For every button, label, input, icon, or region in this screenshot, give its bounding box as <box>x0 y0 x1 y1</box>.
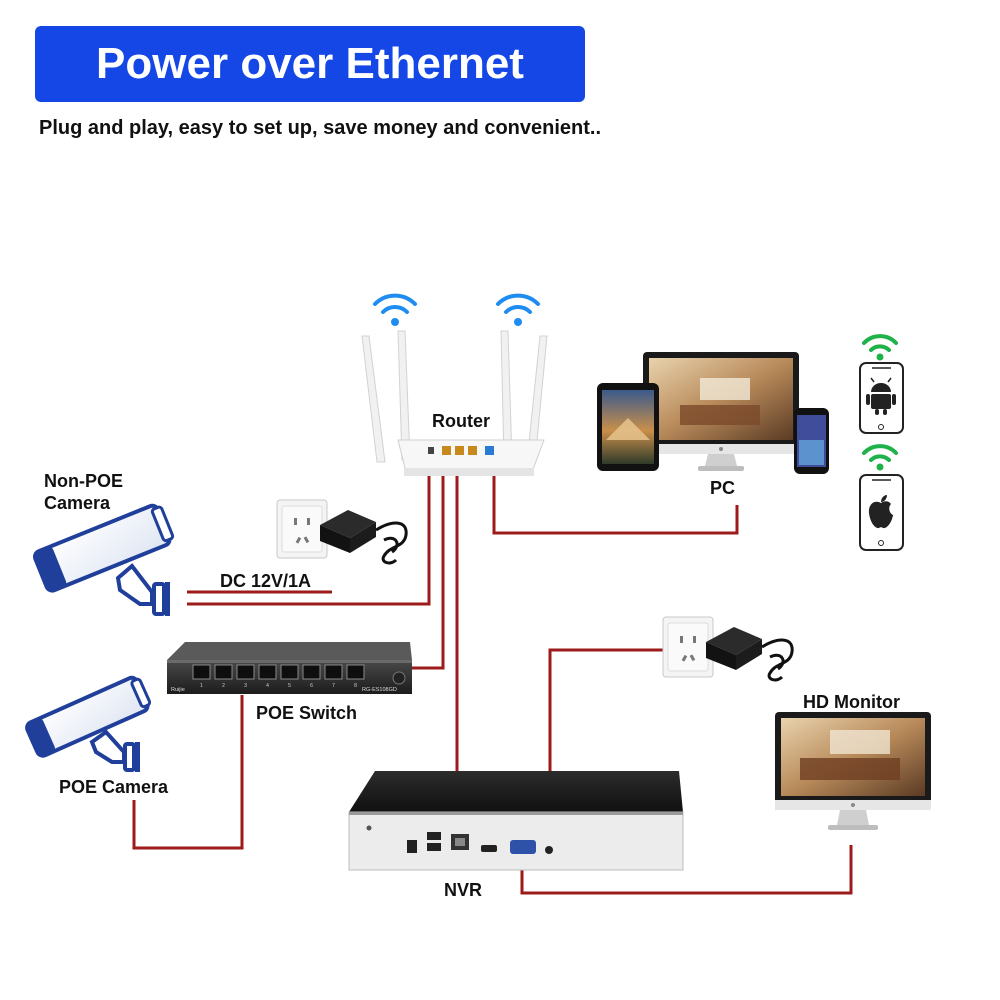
wifi-icon <box>373 293 417 326</box>
poe-switch-label: POE Switch <box>256 703 358 723</box>
hd-monitor <box>775 712 931 830</box>
switch-port-number: 5 <box>288 683 291 689</box>
switch-ports: 1 2 3 4 5 6 7 8 <box>192 664 365 689</box>
nvr-label: NVR <box>444 880 483 900</box>
switch-port <box>302 664 321 680</box>
router <box>361 330 548 476</box>
poe-camera-label: POE Camera <box>59 777 169 797</box>
pc-monitor <box>643 352 799 471</box>
switch-port-number: 4 <box>266 683 269 689</box>
wifi-icon <box>862 444 898 471</box>
switch-port <box>280 664 299 680</box>
tablet <box>597 383 659 471</box>
title-banner: Power over Ethernet <box>35 26 585 102</box>
router-label: Router <box>432 411 490 431</box>
non-poe-camera-label-line1: Non-POE <box>44 471 123 491</box>
apple-icon <box>868 495 893 529</box>
switch-port-number: 3 <box>244 683 247 689</box>
page-title: Power over Ethernet <box>96 39 524 88</box>
switch-port <box>346 664 365 680</box>
wall-socket <box>276 499 328 559</box>
poe-camera <box>25 675 152 772</box>
android-icon <box>866 377 896 415</box>
cable-nvr-monitor <box>520 845 853 895</box>
smartphone <box>794 408 829 474</box>
pc-label: PC <box>710 478 736 498</box>
switch-port <box>192 664 211 680</box>
hd-monitor-label: HD Monitor <box>803 692 900 712</box>
switch-port-number: 2 <box>222 683 225 689</box>
switch-port-number: 6 <box>310 683 313 689</box>
cable-router-pc <box>492 475 739 535</box>
switch-port-number: 8 <box>354 683 357 689</box>
page-subtitle: Plug and play, easy to set up, save mone… <box>39 117 602 139</box>
power-adapter <box>706 627 794 682</box>
switch-port <box>258 664 277 680</box>
wall-socket <box>662 616 714 678</box>
switch-port-number: 7 <box>332 683 335 689</box>
switch-model: RG-ES108GD <box>362 687 397 693</box>
nvr <box>348 771 684 871</box>
switch-port-number: 1 <box>200 683 203 689</box>
non-poe-camera-label-line2: Camera <box>44 493 111 513</box>
wifi-icon <box>496 293 540 326</box>
switch-brand: Ruijie <box>171 687 185 693</box>
cable-router-switch <box>412 475 445 670</box>
cable-switch-poecam <box>132 695 244 850</box>
non-poe-camera <box>32 503 175 616</box>
switch-port <box>236 664 255 680</box>
switch-port <box>324 664 343 680</box>
wifi-icon <box>862 334 898 361</box>
dc-power-label: DC 12V/1A <box>220 571 312 591</box>
cable-router-noncam <box>187 470 431 606</box>
switch-port <box>214 664 233 680</box>
power-adapter <box>320 510 408 565</box>
